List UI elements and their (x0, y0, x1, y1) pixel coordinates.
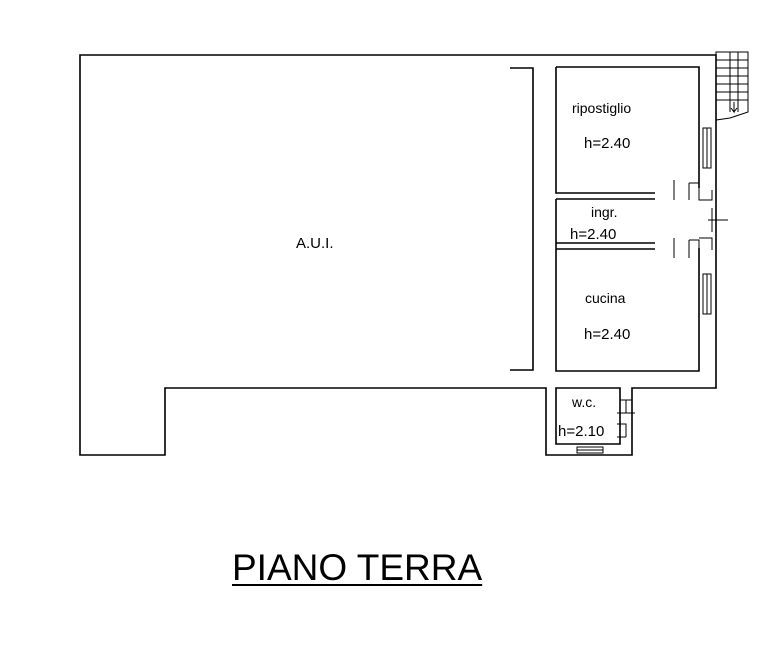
ingresso-walls (555, 198, 655, 250)
wc-walls (555, 387, 621, 445)
staircase (715, 51, 749, 121)
cucina-walls (555, 248, 700, 372)
door-entrance (708, 208, 728, 232)
cucina-height: h=2.40 (584, 326, 630, 343)
door-cucina (673, 237, 713, 258)
stair-arrow-icon (730, 102, 738, 114)
wc-height: h=2.10 (558, 423, 604, 440)
wc-label: w.c. (571, 394, 596, 410)
ripostiglio-height: h=2.40 (584, 135, 630, 152)
outer-wall (79, 54, 717, 456)
door-ripostiglio (673, 180, 713, 201)
page-title: PIANO TERRA (232, 547, 483, 588)
ingresso-label: ingr. (591, 204, 617, 220)
ripostiglio-label: ripostiglio (572, 100, 631, 116)
aui-partition-wall (510, 67, 534, 371)
aui-label: A.U.I. (296, 235, 334, 252)
ingresso-height: h=2.40 (570, 226, 616, 243)
wc-door (617, 399, 635, 438)
ripostiglio-walls (555, 66, 700, 194)
cucina-label: cucina (585, 290, 626, 306)
